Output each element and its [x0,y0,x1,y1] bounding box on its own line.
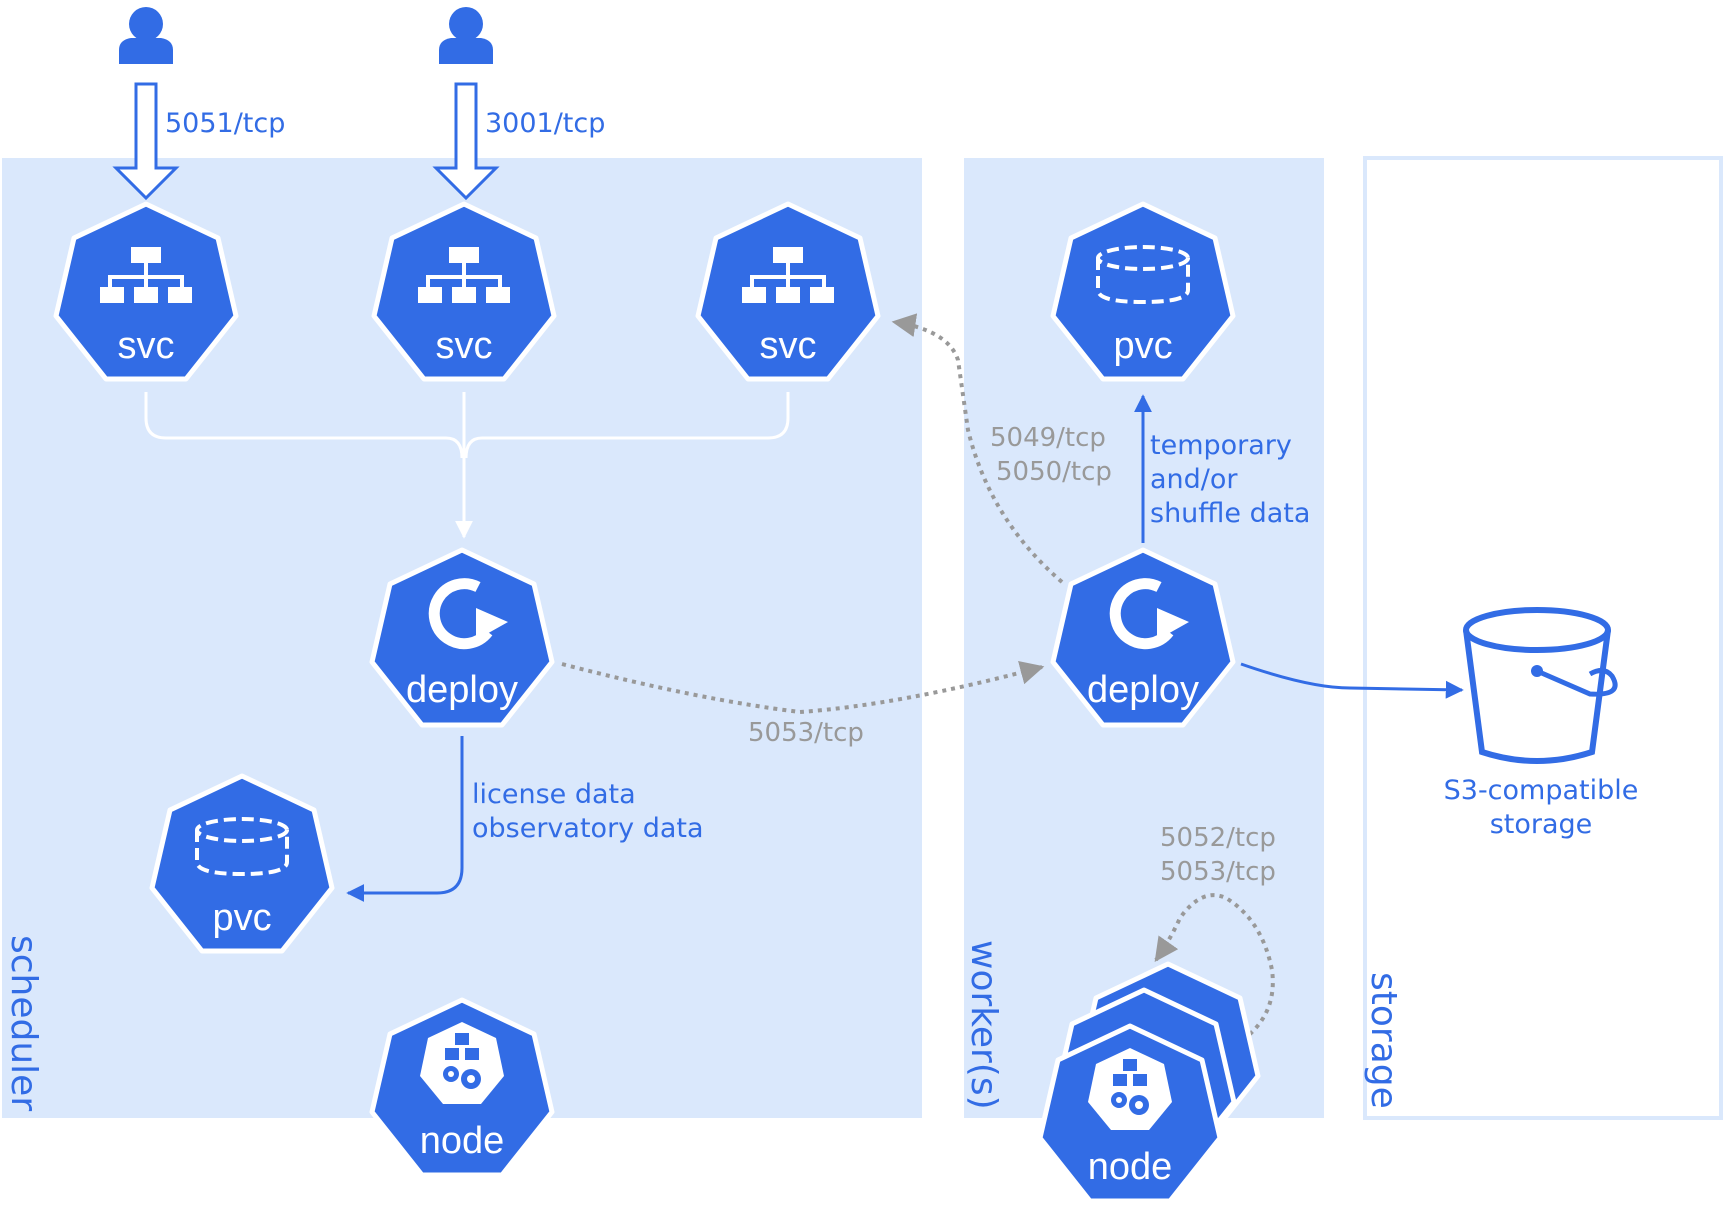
deploy-to-storage-arrow [1240,662,1464,699]
volume-icon [1096,245,1190,305]
workers-zone-label: worker(s) [963,940,1004,1110]
svc1-to-deploy [144,392,464,459]
scheduler-zone-label: scheduler [3,935,44,1111]
svc-label: svc [760,325,817,367]
annotation-temporary: temporary [1150,430,1292,461]
cubes-gears-icon [443,1033,481,1089]
annotation-license: license data [472,779,636,810]
svc-label: svc [436,325,493,367]
deploy-label: deploy [406,669,518,711]
compute-node: node [369,997,555,1178]
network-tree-icon [742,247,834,303]
port-label-5052: 5052/tcp [1160,823,1276,853]
volume-icon [195,817,289,877]
annotation-andor: and/or [1150,464,1238,495]
annotation-observatory: observatory data [472,813,704,844]
user-icon [119,7,173,64]
port-label-5053: 5053/tcp [748,718,864,748]
annotation-shuffle: shuffle data [1150,498,1310,529]
svc-node: svc [53,201,239,382]
port-label-5049: 5049/tcp [990,423,1106,453]
port-label-5051: 5051/tcp [165,108,285,139]
port-label-5053-node: 5053/tcp [1160,857,1276,887]
network-tree-icon [100,247,192,303]
storage-label-line1: S3-compatible [1444,775,1639,806]
node-label: node [1088,1146,1173,1188]
user-icon [439,7,493,64]
pvc-node: pvc [149,773,335,954]
network-tree-icon [418,247,510,303]
rotate-arrow-icon [428,578,508,650]
compute-node: node [1037,1023,1223,1204]
svc3-to-deploy [464,392,790,459]
cubes-gears-icon [1111,1059,1149,1115]
pvc-node: pvc [1050,201,1236,382]
deploy-link-dotted [561,660,1045,715]
deploy-node: deploy [369,547,555,728]
deploy-node: deploy [1050,547,1236,728]
node-badge [1088,1048,1172,1130]
bucket-icon [1463,607,1618,764]
port-label-5050: 5050/tcp [996,457,1112,487]
storage-zone [1363,156,1723,1120]
node-label: node [420,1120,505,1162]
storage-zone-label: storage [1363,972,1404,1109]
port-label-3001: 3001/tcp [485,108,605,139]
user-arrow-1 [112,82,180,201]
deploy-to-pvc-arrow [346,736,464,902]
rotate-arrow-icon [1109,578,1189,650]
svc-label: svc [118,325,175,367]
user-arrow-2 [432,82,500,201]
storage-label-line2: storage [1490,809,1593,840]
node-badge [420,1022,504,1104]
pvc-label: pvc [1113,325,1172,367]
pvc-label: pvc [212,897,271,939]
svc-node: svc [695,201,881,382]
svc-node: svc [371,201,557,382]
deploy-label: deploy [1087,669,1199,711]
